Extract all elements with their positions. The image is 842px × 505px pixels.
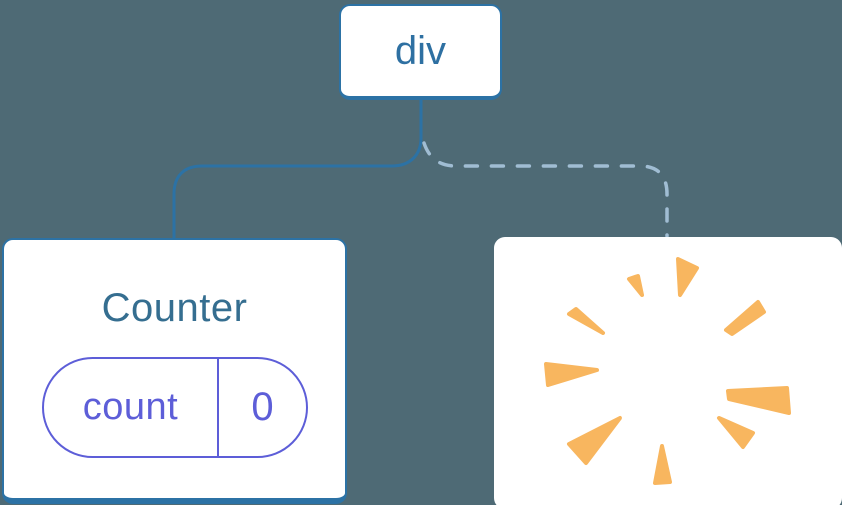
solid-edge-div-to-counter xyxy=(172,100,423,238)
state-pill: count 0 xyxy=(42,357,308,458)
state-value: 0 xyxy=(251,385,274,429)
counter-card: Counter count 0 xyxy=(2,238,347,504)
root-node-label: div xyxy=(394,28,447,73)
counter-title: Counter xyxy=(101,286,248,330)
state-key: count xyxy=(44,359,219,456)
removed-card xyxy=(494,237,842,505)
dashed-edge-div-to-removed xyxy=(422,141,669,238)
root-node-div: div xyxy=(339,4,502,100)
poof-sparkle-icon xyxy=(544,257,791,485)
